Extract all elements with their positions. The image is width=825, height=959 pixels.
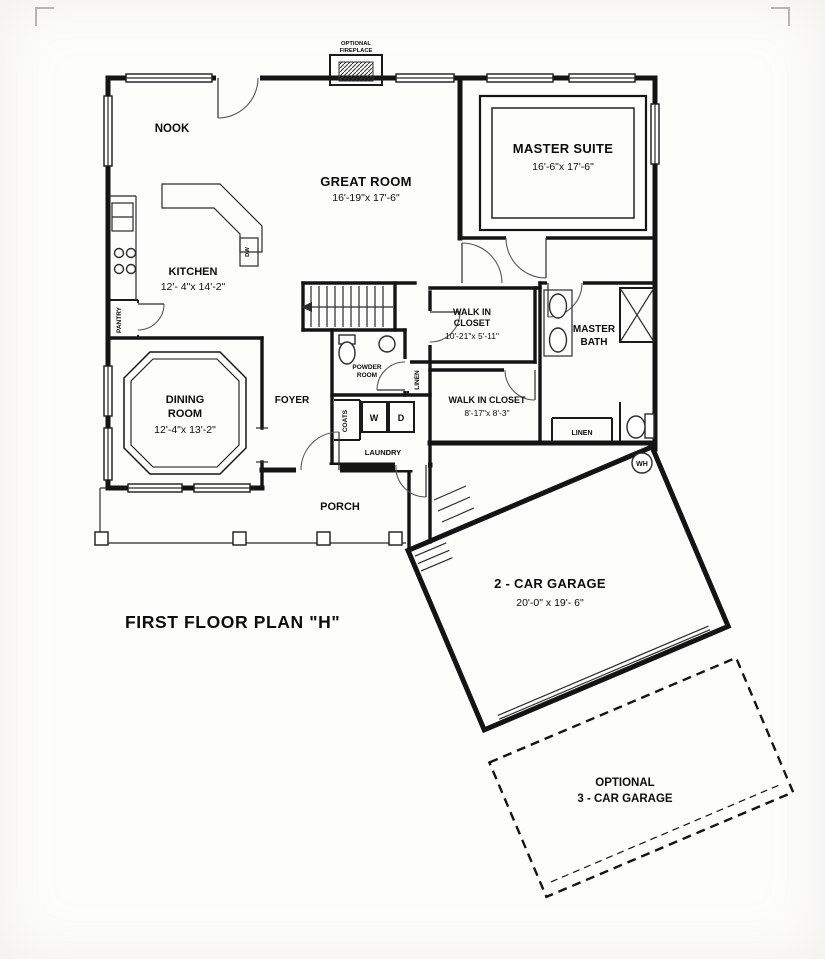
garage-entry-steps bbox=[414, 542, 453, 572]
door-swing bbox=[395, 464, 427, 498]
toilet-icon bbox=[626, 415, 646, 439]
nook-label: NOOK bbox=[155, 123, 190, 135]
dryer-box bbox=[388, 401, 415, 433]
porch-post bbox=[316, 531, 331, 546]
vanity-counter bbox=[543, 289, 573, 357]
garage-door-lines bbox=[497, 625, 711, 720]
garage3-label-line2: 3 - CAR GARAGE bbox=[577, 793, 673, 805]
window bbox=[193, 483, 251, 493]
sink-icon bbox=[548, 327, 568, 353]
powder-room-fixtures bbox=[338, 334, 396, 365]
garage2-dims: 20'-0" x 19'- 6" bbox=[516, 597, 584, 609]
sink-icon bbox=[378, 335, 396, 353]
fireplace-label-line2: FIREPLACE bbox=[340, 48, 373, 54]
door-swing bbox=[376, 361, 406, 391]
plan-title: FIRST FLOOR PLAN "H" bbox=[125, 612, 340, 632]
window bbox=[103, 427, 113, 481]
kitchen-dims: 12'- 4"x 14'-2" bbox=[161, 281, 226, 293]
sink-icon bbox=[548, 293, 568, 319]
door-swing bbox=[504, 369, 536, 401]
dryer-label: D bbox=[398, 413, 405, 423]
master-bath-label-line2: BATH bbox=[580, 337, 607, 348]
garage2-label: 2 - CAR GARAGE bbox=[494, 576, 606, 591]
dining-label-line1: DINING bbox=[166, 394, 205, 406]
door-swing bbox=[461, 242, 503, 284]
master-suite-label: MASTER SUITE bbox=[513, 141, 613, 156]
door-swing bbox=[300, 431, 340, 471]
porch-outline bbox=[94, 487, 406, 546]
interior-walls bbox=[106, 75, 657, 490]
master-suite-dims: 16'-6"x 17'-6" bbox=[532, 161, 594, 173]
optional-garage-door-line bbox=[550, 784, 780, 883]
window bbox=[395, 73, 455, 83]
2-car-garage-outline bbox=[404, 443, 732, 734]
window bbox=[650, 103, 660, 165]
scan-corner-marks bbox=[35, 7, 790, 26]
dishwasher-label: DW bbox=[245, 247, 251, 257]
master-bath-fixtures bbox=[543, 287, 655, 439]
range-burners bbox=[113, 247, 137, 275]
laundry-fixtures: W D bbox=[361, 401, 415, 433]
shower bbox=[619, 287, 655, 343]
foyer-label: FOYER bbox=[275, 395, 310, 406]
window bbox=[486, 73, 554, 83]
great-room-label: GREAT ROOM bbox=[320, 174, 412, 189]
optional-3-car-garage-outline bbox=[487, 656, 795, 899]
fireplace-firebox bbox=[338, 61, 374, 82]
laundry-label: LAUNDRY bbox=[365, 448, 401, 457]
toilet-tank bbox=[644, 413, 655, 439]
wic1-label-line2: CLOSET bbox=[454, 318, 491, 328]
room-labels: NOOK GREAT ROOM 16'-19"x 17'-6" MASTER S… bbox=[116, 123, 673, 805]
window bbox=[125, 73, 213, 83]
staircase bbox=[301, 286, 393, 327]
master-bath-label-line1: MASTER bbox=[573, 324, 616, 335]
optional-fireplace: OPTIONAL FIREPLACE bbox=[329, 41, 383, 86]
stair-direction-arrow bbox=[301, 302, 312, 312]
wic2-dims: 8'-17"x 8'-3" bbox=[464, 408, 509, 418]
door-swing bbox=[137, 303, 165, 331]
door-swing bbox=[429, 311, 461, 343]
toilet-icon bbox=[338, 341, 356, 365]
linen-hall-label: LINEN bbox=[414, 370, 421, 390]
washer-box bbox=[361, 401, 388, 433]
wic1-dims: 10'-21"x 5'-11" bbox=[445, 331, 499, 341]
porch-label: PORCH bbox=[320, 501, 360, 513]
window bbox=[127, 483, 183, 493]
windows bbox=[103, 73, 660, 493]
window bbox=[568, 73, 636, 83]
side-entry-steps bbox=[433, 485, 475, 523]
door-swing bbox=[217, 77, 259, 119]
garage3-label-line1: OPTIONAL bbox=[595, 777, 654, 789]
window bbox=[103, 365, 113, 417]
dining-label-line2: ROOM bbox=[168, 408, 202, 420]
master-suite-tray bbox=[478, 94, 648, 232]
window bbox=[103, 95, 113, 167]
dishwasher-box bbox=[239, 237, 259, 267]
pantry-label: PANTRY bbox=[116, 306, 123, 333]
porch-post bbox=[94, 531, 109, 546]
wic2-label: WALK IN CLOSET bbox=[449, 395, 526, 405]
door-openings bbox=[133, 73, 583, 498]
porch-post bbox=[388, 531, 403, 546]
water-heater-label: WH bbox=[636, 461, 648, 468]
powder-label-line1: POWDER bbox=[352, 364, 382, 371]
door-swing bbox=[505, 237, 547, 279]
garage-wing bbox=[404, 443, 795, 899]
washer-label: W bbox=[370, 413, 379, 423]
wic1-label-line1: WALK IN bbox=[453, 307, 491, 317]
powder-label-line2: ROOM bbox=[357, 372, 377, 379]
dining-tray-octagon bbox=[123, 351, 247, 475]
kitchen-fixtures: DW bbox=[108, 183, 263, 300]
water-heater: WH bbox=[631, 452, 653, 474]
linen-bath-label: LINEN bbox=[572, 430, 593, 437]
coats-label: COATS bbox=[342, 409, 349, 432]
great-room-dims: 16'-19"x 17'-6" bbox=[332, 192, 400, 204]
porch-post bbox=[232, 531, 247, 546]
kitchen-peninsula-counter bbox=[161, 183, 263, 253]
fireplace-label-line1: OPTIONAL bbox=[341, 41, 371, 47]
dining-dims: 12'-4"x 13'-2" bbox=[154, 424, 216, 436]
kitchen-label: KITCHEN bbox=[169, 266, 218, 278]
